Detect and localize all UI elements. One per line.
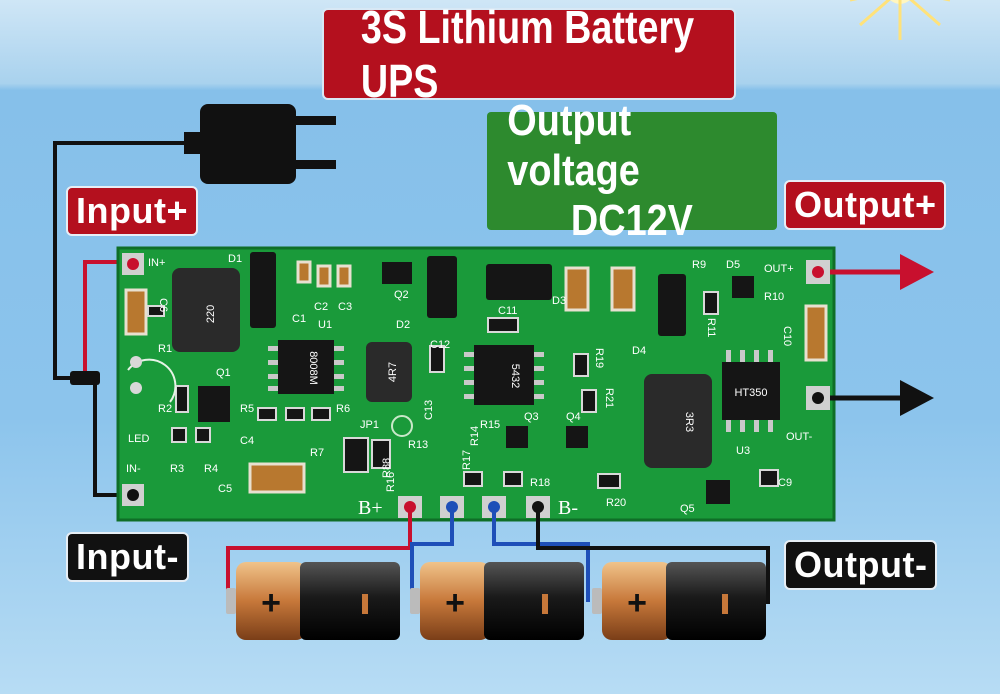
svg-text:D2: D2 xyxy=(396,319,410,331)
chip-marking: 8008M xyxy=(307,351,319,385)
svg-text:C4: C4 xyxy=(240,435,254,447)
output-plus-arrow-icon xyxy=(830,254,934,290)
svg-text:D5: D5 xyxy=(726,259,740,271)
pad-label-b-minus: B- xyxy=(558,497,578,519)
pad-label-out-plus: OUT+ xyxy=(764,263,794,275)
chip-marking: 5432 xyxy=(509,364,521,388)
output-voltage-value: DC12V xyxy=(571,196,693,245)
svg-text:D1: D1 xyxy=(228,253,242,265)
svg-text:R5: R5 xyxy=(240,403,254,415)
battery-plus-wire xyxy=(226,507,412,600)
title-banner: 3S Lithium Battery UPS xyxy=(322,1,736,107)
svg-text:R18: R18 xyxy=(530,477,550,489)
svg-text:R9: R9 xyxy=(692,259,706,271)
battery-icon: + xyxy=(592,562,766,640)
svg-text:Q5: Q5 xyxy=(680,503,695,515)
svg-text:R2: R2 xyxy=(158,403,172,415)
svg-text:C6: C6 xyxy=(157,298,169,312)
svg-text:C10: C10 xyxy=(781,326,793,346)
svg-text:Q1: Q1 xyxy=(216,367,231,379)
svg-text:R3: R3 xyxy=(170,463,184,475)
svg-text:C2: C2 xyxy=(314,301,328,313)
svg-text:R15: R15 xyxy=(480,419,500,431)
svg-text:U3: U3 xyxy=(736,445,750,457)
svg-text:JP1: JP1 xyxy=(360,419,379,431)
svg-text:R19: R19 xyxy=(593,348,605,368)
svg-text:C1: C1 xyxy=(292,313,306,325)
svg-text:C11: C11 xyxy=(498,305,517,317)
svg-text:C12: C12 xyxy=(430,339,450,351)
svg-text:+: + xyxy=(445,584,465,622)
svg-text:+: + xyxy=(261,584,281,622)
svg-text:+: + xyxy=(627,584,647,622)
svg-text:R16: R16 xyxy=(385,472,397,492)
svg-text:R1: R1 xyxy=(158,343,172,355)
svg-text:R11: R11 xyxy=(705,318,717,337)
inductor-marking: 3R3 xyxy=(683,412,695,432)
svg-text:Q2: Q2 xyxy=(394,289,409,301)
inductor-marking: 220 xyxy=(205,305,217,323)
chip-marking: HT350 xyxy=(734,387,767,399)
svg-text:D3: D3 xyxy=(552,295,566,307)
svg-text:Q4: Q4 xyxy=(566,411,581,423)
output-voltage-heading: Output voltage xyxy=(507,96,640,195)
battery-balance-wire xyxy=(410,507,454,602)
battery-icon: + xyxy=(226,562,400,640)
sun-decoration xyxy=(850,0,950,40)
svg-text:D4: D4 xyxy=(632,345,646,357)
output-minus-label: Output- xyxy=(784,540,938,590)
battery-icon: + xyxy=(410,562,584,640)
svg-text:C3: C3 xyxy=(338,301,352,313)
svg-text:R7: R7 xyxy=(310,447,324,459)
battery-minus-wire xyxy=(536,507,770,604)
wire-junction xyxy=(70,371,100,385)
svg-text:Q3: Q3 xyxy=(524,411,539,423)
pad-label-in-plus: IN+ xyxy=(148,257,165,269)
input-plus-wire xyxy=(83,260,128,378)
pad-label-in-minus: IN- xyxy=(126,463,141,475)
svg-text:C13: C13 xyxy=(423,400,435,420)
svg-text:LED: LED xyxy=(128,433,149,445)
svg-text:C5: C5 xyxy=(218,483,232,495)
svg-text:R6: R6 xyxy=(336,403,350,415)
svg-text:R10: R10 xyxy=(764,291,784,303)
svg-text:R21: R21 xyxy=(603,388,615,408)
svg-text:R88: R88 xyxy=(381,458,393,478)
pad-label-b-plus: B+ xyxy=(358,497,383,519)
power-plug-icon xyxy=(184,104,336,184)
svg-text:C9: C9 xyxy=(778,477,792,489)
page-title: 3S Lithium Battery UPS xyxy=(360,1,695,107)
battery-balance-wire xyxy=(492,507,590,602)
output-voltage-box: Output voltage DC12V xyxy=(487,96,777,245)
svg-text:R4: R4 xyxy=(204,463,218,475)
output-plus-label: Output+ xyxy=(784,180,947,230)
input-minus-label: Input- xyxy=(66,532,189,582)
inductor-marking: 4R7 xyxy=(387,362,399,382)
svg-text:R14: R14 xyxy=(469,426,481,446)
pad-label-out-minus: OUT- xyxy=(786,431,813,443)
svg-text:U1: U1 xyxy=(318,319,332,331)
input-plus-label: Input+ xyxy=(66,186,198,236)
output-minus-arrow-icon xyxy=(830,380,934,416)
svg-text:R20: R20 xyxy=(606,497,626,509)
svg-text:R13: R13 xyxy=(408,439,428,451)
svg-text:R17: R17 xyxy=(461,450,473,470)
